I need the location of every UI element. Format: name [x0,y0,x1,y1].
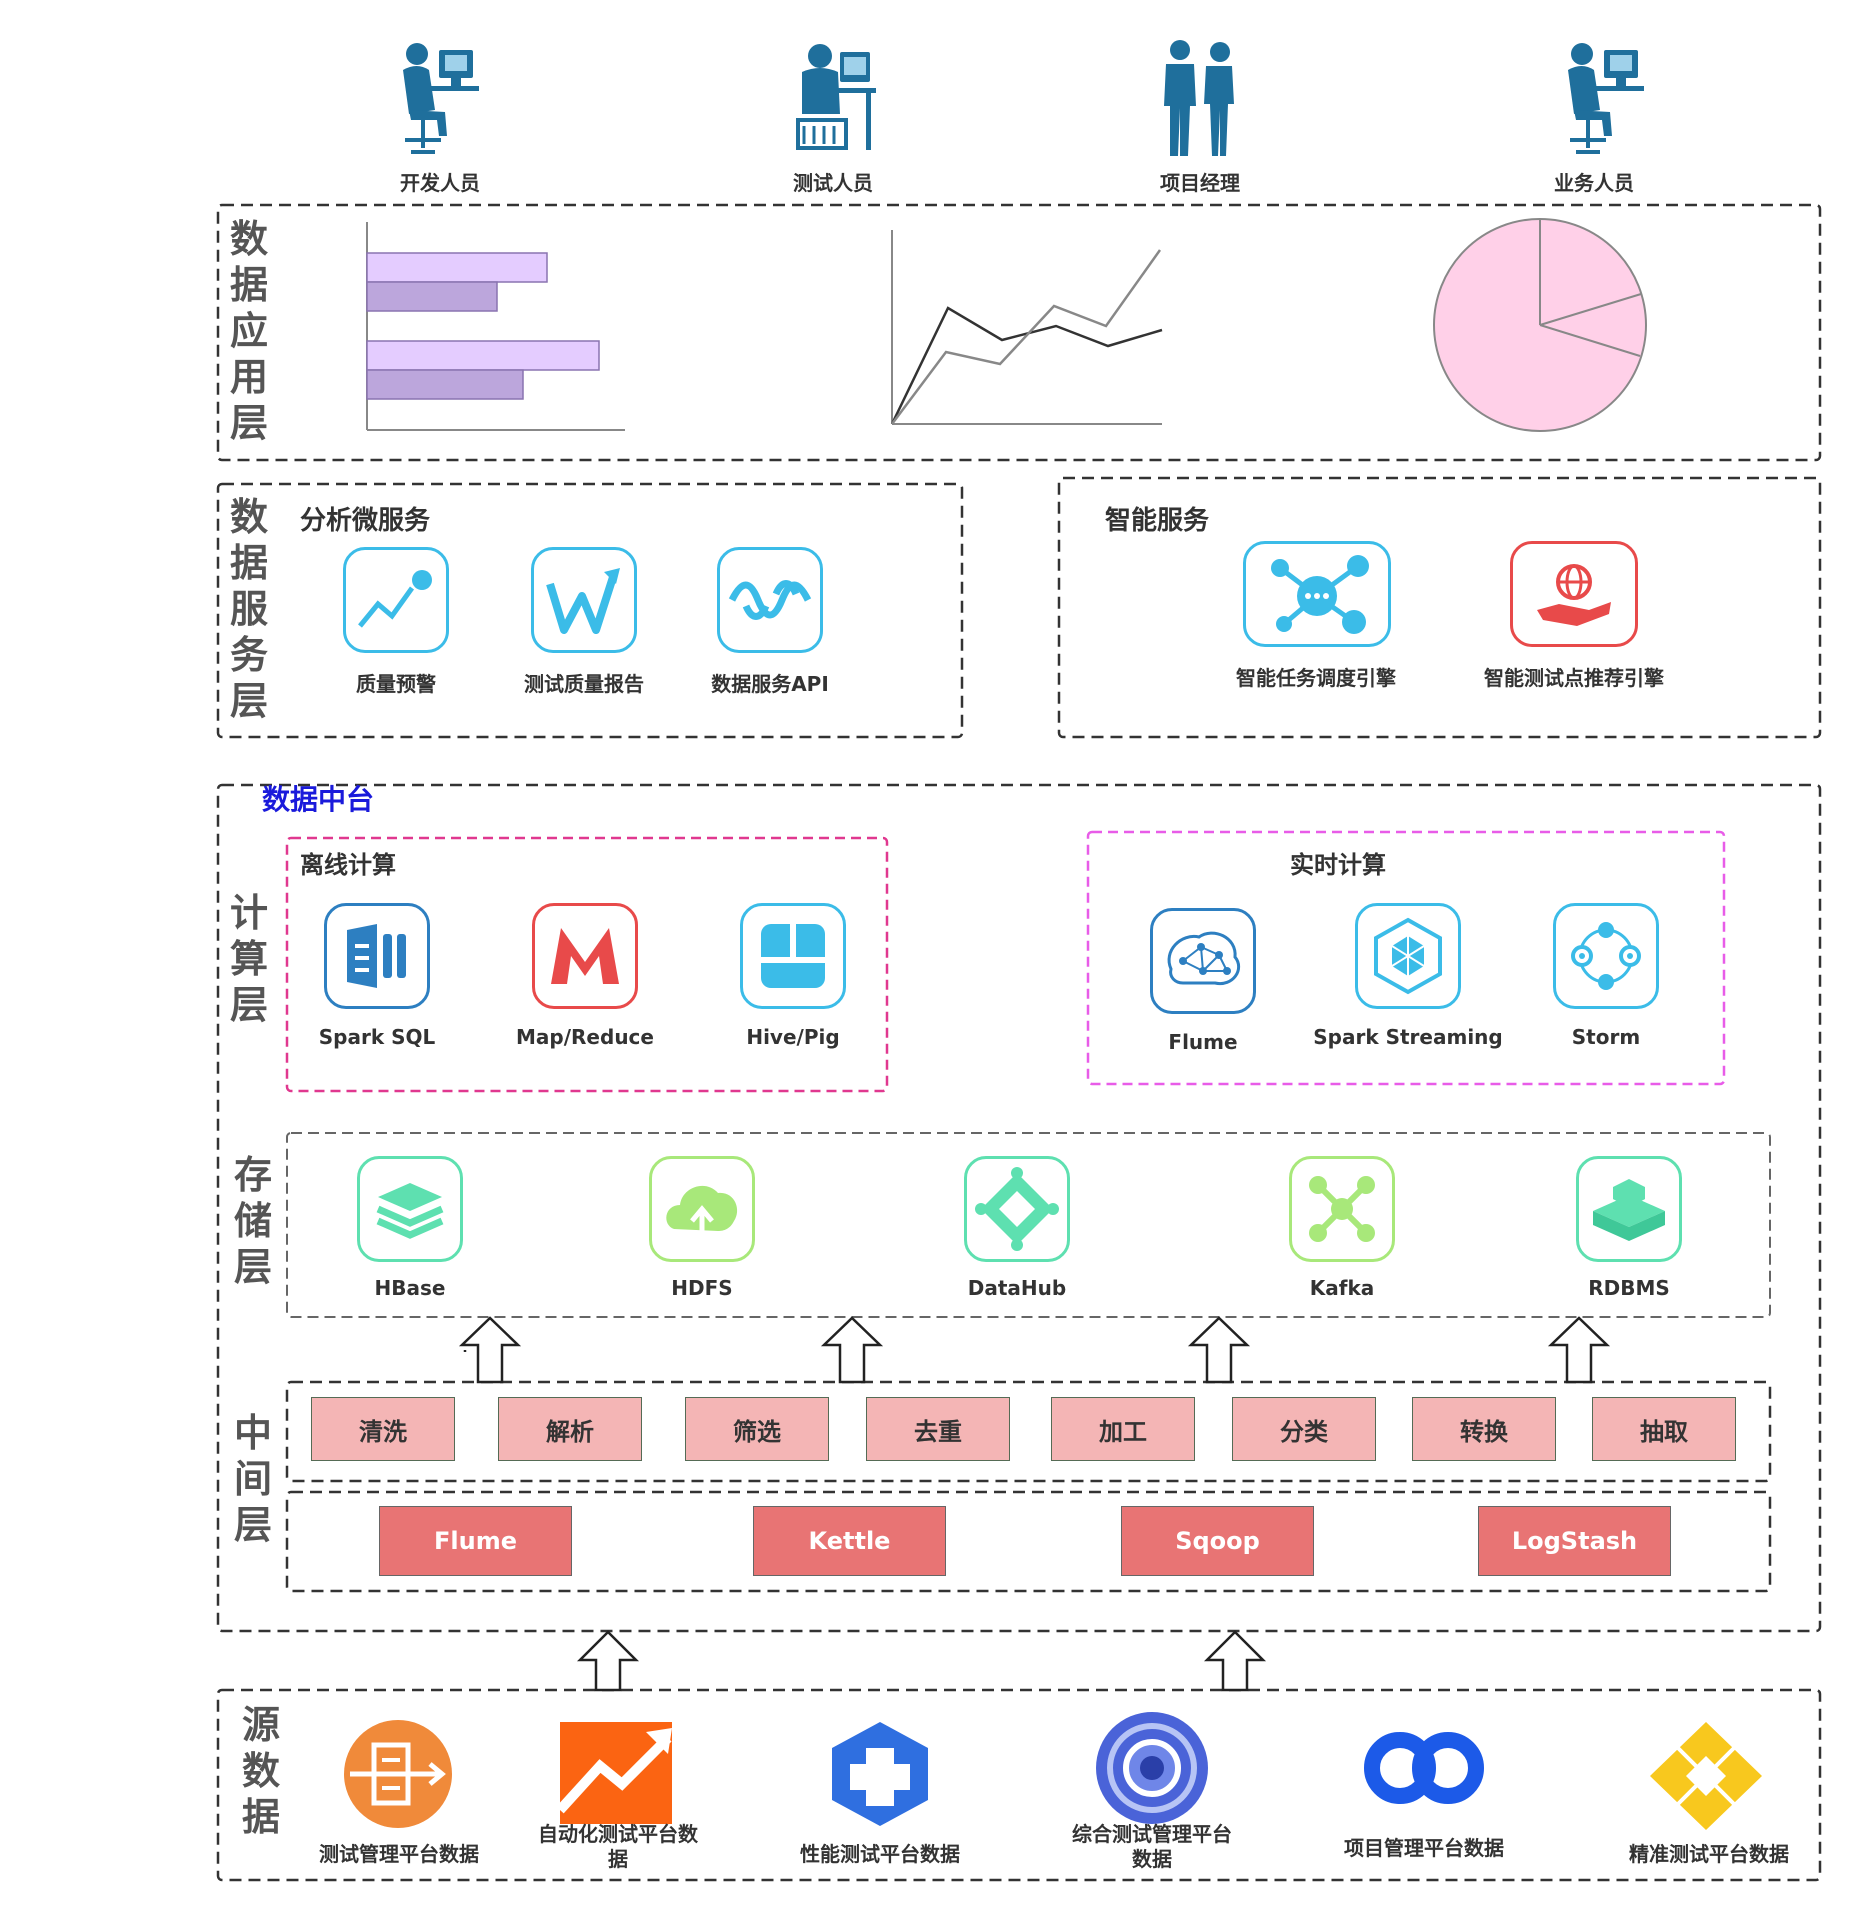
bar-chart-illustration [366,222,625,431]
rdbms-icon[interactable] [1576,1156,1682,1262]
up-arrow [1203,1630,1267,1692]
user-icons [403,40,1644,156]
compute-label-spark-streaming: Spark Streaming [1313,1025,1503,1049]
compute-label-mapreduce: Map/Reduce [516,1025,654,1049]
process-box[interactable]: 转换 [1412,1397,1556,1461]
service-label-recommend: 智能测试点推荐引擎 [1484,666,1664,690]
tool-box-logstash[interactable]: LogStash [1478,1506,1671,1576]
platform-title: 数据中台 [262,783,375,816]
offline-frame [285,836,889,1093]
performance-cross-icon [832,1722,928,1826]
service-label-quality-alert: 质量预警 [356,672,436,696]
app-layer-frame [216,203,1822,462]
source-label: 精准测试平台数据 [1629,1842,1789,1866]
source-label: 自动化测试平台数据 [538,1822,698,1871]
storage-frame [286,1132,1771,1318]
compute-label-spark-sql: Spark SQL [318,1025,436,1049]
source-label: 项目管理平台数据 [1344,1836,1504,1860]
flume-brain-icon[interactable] [1150,908,1256,1014]
layer-title-source: 源数据 [241,1703,280,1839]
trend-chart-icon[interactable] [343,547,449,653]
pie-chart-illustration [1433,218,1647,432]
source-frame [216,1688,1822,1882]
offline-compute-title: 离线计算 [300,851,396,879]
hive-pig-icon[interactable] [740,903,846,1009]
mapreduce-icon[interactable] [532,903,638,1009]
compute-label-storm: Storm [1571,1025,1641,1049]
business-person-icon [1568,43,1644,154]
spark-sql-icon[interactable] [324,903,430,1009]
source-label: 性能测试平台数据 [800,1842,960,1866]
globe-hand-icon[interactable] [1510,541,1638,647]
tool-box-sqoop[interactable]: Sqoop [1121,1506,1314,1576]
line-chart-illustration [890,230,1163,425]
project-rings-icon [1364,1732,1484,1804]
compute-label-flume: Flume [1168,1030,1238,1054]
storage-label-kafka: Kafka [1309,1276,1375,1300]
user-label-project-manager: 项目经理 [1160,171,1240,195]
process-box[interactable]: 清洗 [311,1397,455,1461]
developer-icon [403,43,479,154]
process-box[interactable]: 分类 [1232,1397,1376,1461]
layer-title-middle: 中间层 [233,1411,272,1547]
middle-tool-frame [285,1490,1772,1593]
test-management-icon [344,1720,452,1828]
analysis-service-frame [216,482,964,739]
hdfs-icon[interactable] [649,1156,755,1262]
smart-service-title: 智能服务 [1105,506,1210,536]
layer-title-app: 数据应用层 [229,217,268,445]
source-label: 综合测试管理平台数据 [1072,1822,1232,1871]
realtime-compute-title: 实时计算 [1290,851,1386,879]
process-box[interactable]: 筛选 [685,1397,829,1461]
api-wave-icon[interactable] [717,547,823,653]
up-arrow [458,1316,522,1384]
compute-label-hive-pig: Hive/Pig [746,1025,840,1049]
source-label: 测试管理平台数据 [319,1842,479,1866]
up-arrow [1187,1316,1251,1384]
datahub-icon[interactable] [964,1156,1070,1262]
up-arrow [576,1630,640,1692]
service-label-data-api: 数据服务API [711,672,829,696]
scheduler-network-icon[interactable] [1243,541,1391,647]
report-w-icon[interactable] [531,547,637,653]
integrated-ring-icon [1096,1712,1208,1824]
smart-service-frame [1057,476,1822,739]
process-box[interactable]: 加工 [1051,1397,1195,1461]
storage-label-datahub: DataHub [967,1276,1067,1300]
automation-trend-icon [556,1722,672,1824]
process-box[interactable]: 抽取 [1592,1397,1736,1461]
platform-frame [216,783,1822,1633]
user-label-tester: 测试人员 [793,171,873,195]
service-label-scheduler: 智能任务调度引擎 [1236,666,1396,690]
middle-process-frame [285,1380,1772,1483]
user-label-developer: 开发人员 [400,171,480,195]
analysis-service-title: 分析微服务 [300,506,431,536]
project-manager-icon [1164,40,1234,156]
up-arrow [820,1316,884,1384]
process-box[interactable]: 解析 [498,1397,642,1461]
storage-label-hbase: HBase [374,1276,446,1300]
tool-box-kettle[interactable]: Kettle [753,1506,946,1576]
kafka-icon[interactable] [1289,1156,1395,1262]
spark-streaming-icon[interactable] [1355,903,1461,1009]
tool-box-flume[interactable]: Flume [379,1506,572,1576]
storm-icon[interactable] [1553,903,1659,1009]
storage-label-hdfs: HDFS [671,1276,733,1300]
tester-icon [796,44,876,150]
storage-label-rdbms: RDBMS [1588,1276,1670,1300]
up-arrow [1547,1316,1611,1384]
layer-title-compute: 计算层 [229,891,268,1027]
layer-title-service: 数据服务层 [229,495,268,723]
hbase-icon[interactable] [357,1156,463,1262]
service-label-quality-report: 测试质量报告 [524,672,644,696]
precision-diamond-icon [1650,1722,1762,1830]
flow-arrows [458,1316,1611,1692]
user-label-business: 业务人员 [1554,171,1634,195]
realtime-frame [1086,830,1726,1086]
process-box[interactable]: 去重 [866,1397,1010,1461]
layer-title-storage: 存储层 [233,1153,272,1289]
